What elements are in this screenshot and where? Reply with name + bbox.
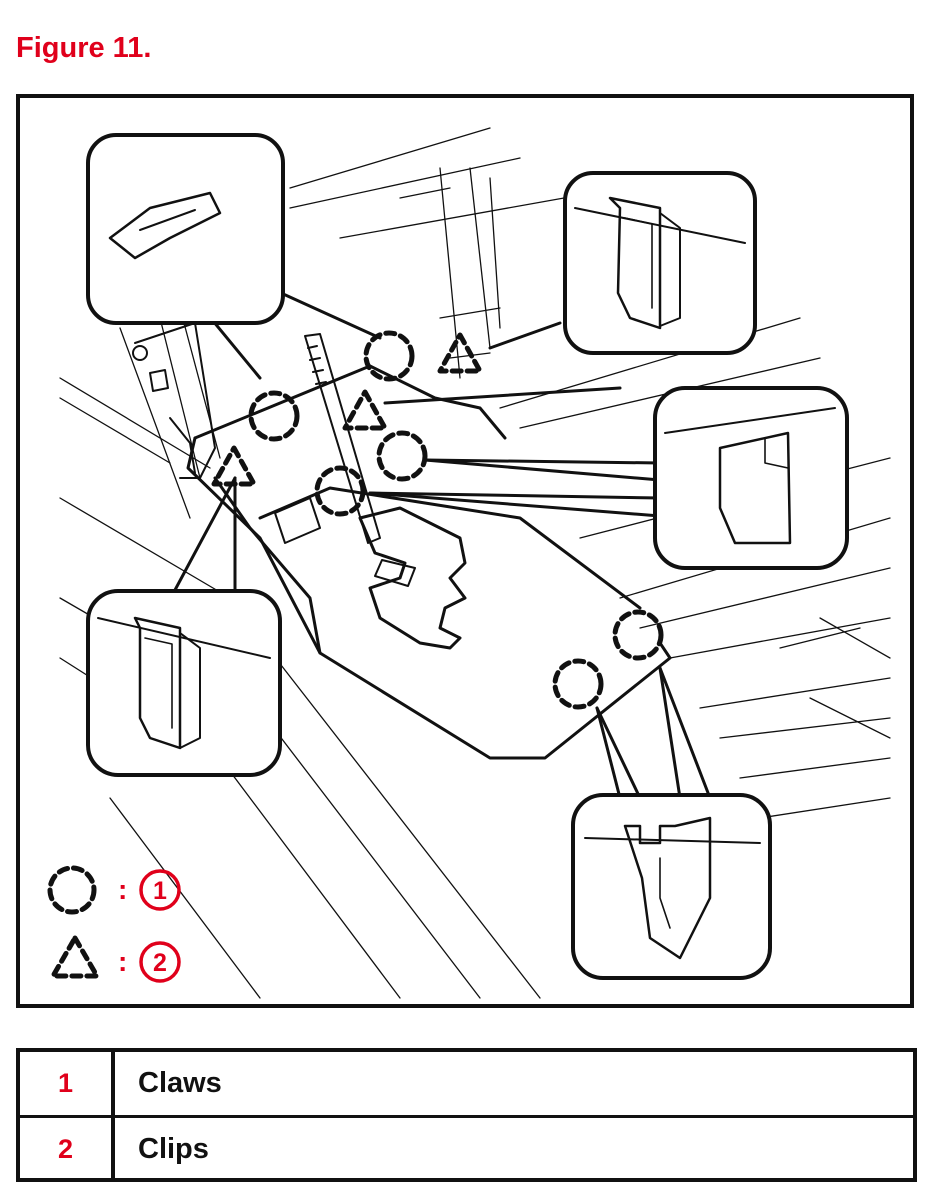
detail-bubble-top-left: [86, 133, 285, 325]
key-number-2: 2: [153, 949, 167, 977]
claw-marker: [552, 658, 604, 710]
claw-marker: [363, 330, 415, 382]
claw-marker: [314, 465, 366, 517]
figure-title: Figure 11.: [16, 32, 152, 64]
shift-gate: [358, 506, 467, 650]
detail-bubble-bottom-right: [571, 793, 772, 980]
legend-number: 1: [20, 1052, 115, 1115]
diagram-drawing: : : 1 2: [47, 127, 891, 999]
key-triangle-symbol: [50, 935, 100, 979]
claw-marker: [376, 430, 428, 482]
claw-markers: [248, 330, 664, 710]
key-colon: :: [118, 946, 127, 977]
detail-bubble-left: [86, 589, 282, 777]
detail-bubble-top-right: [563, 171, 757, 355]
clip-marker: [211, 445, 257, 487]
detail-bubble-right: [653, 386, 849, 570]
claw-marker: [612, 609, 664, 661]
left-bracket: [132, 322, 216, 479]
legend-label: Clips: [138, 1133, 209, 1165]
shift-rod: [304, 333, 381, 544]
legend-row: 1 Claws: [20, 1052, 913, 1118]
clip-marker: [437, 332, 483, 374]
key-number-circles: [139, 869, 181, 983]
legend-label: Claws: [138, 1067, 222, 1099]
console-plate: [186, 364, 672, 760]
key-number-1: 1: [153, 877, 167, 905]
diagram-frame: : : 1 2: [16, 94, 914, 1008]
claw-marker: [248, 390, 300, 442]
legend-row: 2 Clips: [20, 1118, 913, 1181]
key-colon: :: [118, 874, 127, 905]
callout-leaders: [158, 286, 712, 800]
key-circle-symbol: [47, 865, 97, 915]
legend-table: 1 Claws 2 Clips: [16, 1048, 917, 1182]
key-symbols: [47, 865, 100, 979]
legend-number: 2: [20, 1118, 115, 1181]
key-labels: : : 1 2: [118, 874, 167, 977]
clip-markers: [211, 332, 483, 487]
clip-marker: [342, 389, 388, 431]
